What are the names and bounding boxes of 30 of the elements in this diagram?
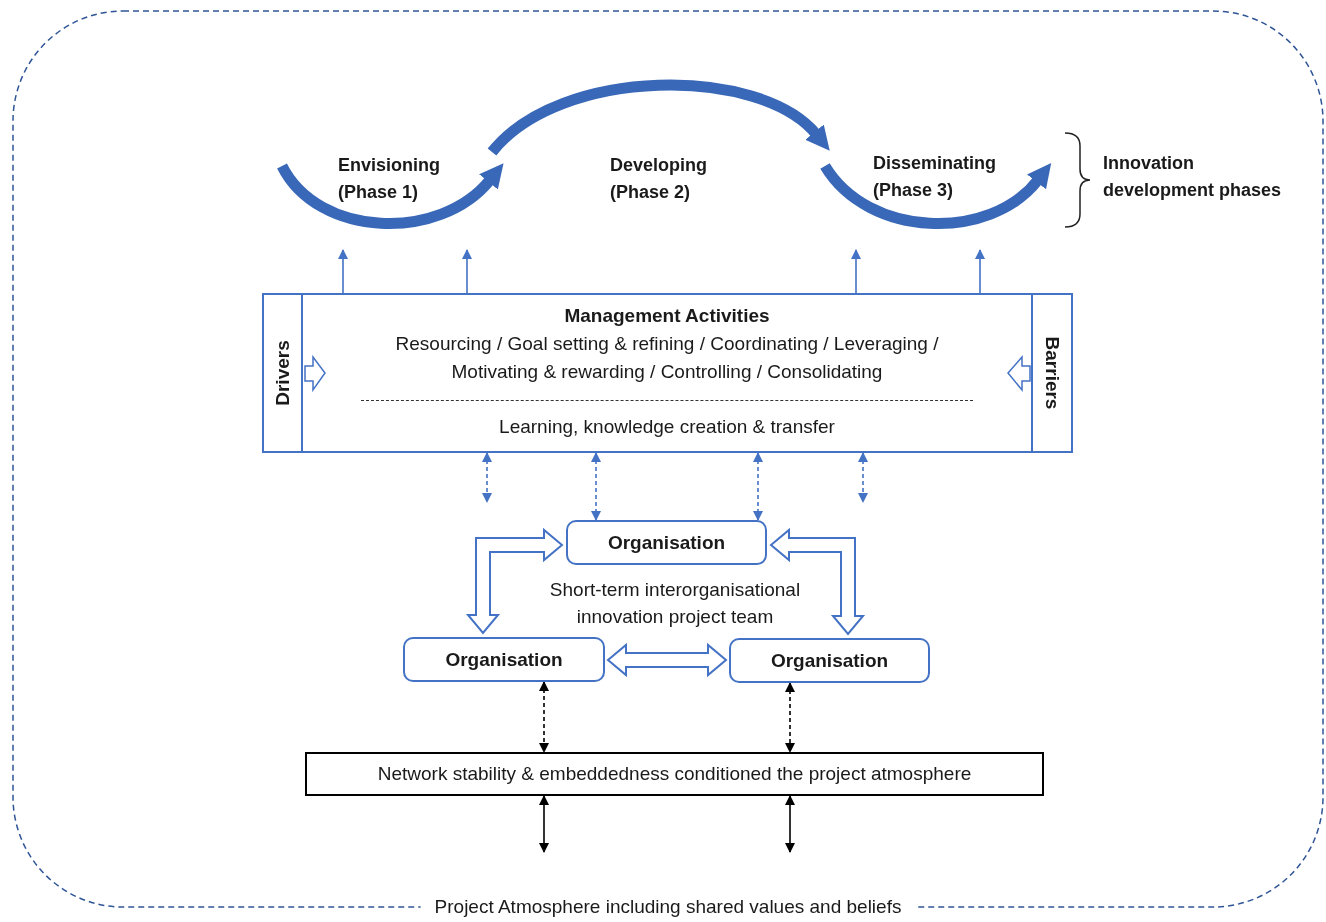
arrow bbox=[539, 795, 549, 853]
management-activities-box bbox=[262, 293, 1073, 453]
dashed-arrow bbox=[753, 452, 763, 521]
activity-list: Resourcing / Goal setting & refining / Coordinating / Leveraging / Motivating & rewarding / Controlling / Consolidating bbox=[372, 330, 962, 386]
network-box: Network stability & embeddedness conditioned the project atmosphere bbox=[305, 752, 1044, 796]
arrow bbox=[975, 249, 985, 294]
group-label: Innovation development phases bbox=[1103, 152, 1283, 202]
dashed-arrow bbox=[785, 682, 795, 753]
box-heading: Management Activities bbox=[563, 304, 771, 328]
dashed-arrow bbox=[591, 452, 601, 521]
dashed-arrow bbox=[539, 681, 549, 753]
learning-text: Learning, knowledge creation & transfer bbox=[498, 415, 836, 439]
block-arrow bbox=[465, 527, 564, 635]
dashed-arrow bbox=[482, 452, 492, 503]
arrow bbox=[851, 249, 861, 294]
side-label: Drivers bbox=[271, 340, 294, 406]
arrow bbox=[785, 795, 795, 853]
block-arrow bbox=[606, 642, 728, 678]
organisation-box: Organisation bbox=[566, 520, 767, 565]
block-arrow bbox=[769, 527, 866, 636]
side-label: Barriers bbox=[1041, 336, 1063, 410]
phase-label: Disseminating (Phase 3) bbox=[873, 152, 998, 202]
phase-label: Developing (Phase 2) bbox=[610, 154, 708, 204]
team-label: Short-term interorganisational innovation project team bbox=[548, 578, 802, 629]
dashed-arrow bbox=[858, 452, 868, 503]
arrow bbox=[462, 249, 472, 294]
organisation-box: Organisation bbox=[729, 638, 930, 683]
phase-label: Envisioning (Phase 1) bbox=[338, 154, 441, 204]
arrow bbox=[338, 249, 348, 294]
organisation-box: Organisation bbox=[403, 637, 605, 682]
